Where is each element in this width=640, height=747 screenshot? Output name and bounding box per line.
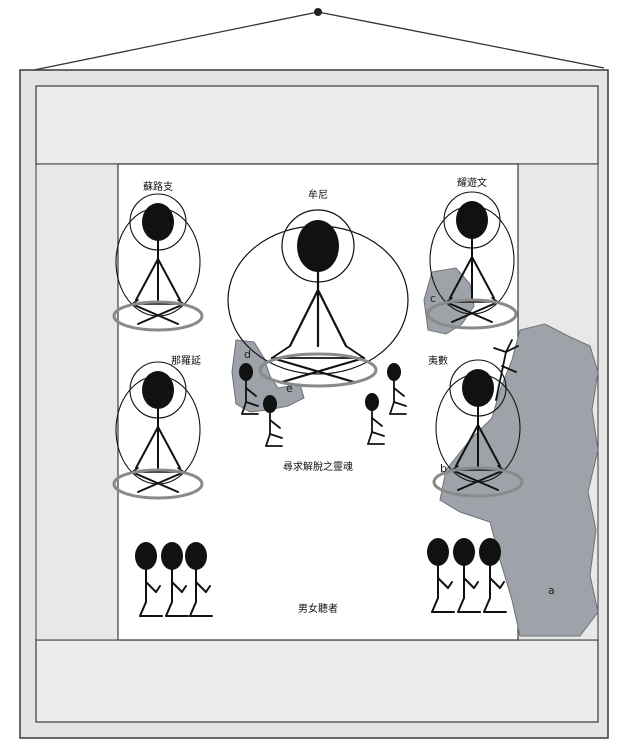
figure-soul-2	[263, 395, 283, 447]
figure-listener-right-3	[479, 538, 507, 613]
hanging-cord	[33, 8, 605, 71]
figure-soul-3	[365, 393, 385, 445]
hanging-nail	[314, 8, 322, 16]
figure-listener-right-3-head	[479, 538, 501, 566]
figure-sacred-tree	[493, 339, 519, 401]
figure-soul-2-head	[263, 395, 277, 413]
label-top-left-monk: 蘇路支	[143, 180, 173, 193]
figure-soul-3-head	[365, 393, 379, 411]
region-letter-a: a	[548, 584, 555, 597]
figure-listener-left-1-head	[135, 542, 157, 570]
figure-center-buddha	[258, 209, 378, 388]
residue-region-a	[439, 323, 599, 637]
figure-listener-left-2-head	[161, 542, 183, 570]
region-letter-c: c	[430, 292, 436, 305]
figure-mid-right-monk-head	[462, 369, 494, 407]
figure-listener-left-3-head	[185, 542, 207, 570]
region-letter-b: b	[440, 462, 447, 475]
banner-bottom-band	[35, 639, 599, 723]
figure-listener-right-1-head	[427, 538, 449, 566]
figure-center-buddha-head	[297, 220, 339, 272]
label-seeking-souls: 尋求解脫之靈魂	[283, 460, 353, 473]
figure-listener-right-1	[427, 538, 455, 613]
banner-left-border	[35, 163, 119, 641]
figure-soul-4	[387, 363, 407, 415]
residue-region-d	[231, 339, 305, 413]
figure-listener-left-1	[135, 542, 163, 617]
label-audience: 男女聽者	[298, 602, 338, 615]
figure-listener-left-2	[161, 542, 189, 617]
figure-soul-1	[239, 363, 259, 415]
figure-top-left-monk-head	[142, 203, 174, 241]
label-top-right-monk: 耀遊文	[457, 176, 487, 189]
label-center-buddha: 牟尼	[308, 188, 328, 201]
figure-top-right-monk-head	[456, 201, 488, 239]
figure-center-buddha-lotus-ring	[258, 352, 378, 388]
region-letter-e: e	[286, 382, 293, 395]
figure-mid-left-monk-head	[142, 371, 174, 409]
figure-listener-left-3	[185, 542, 213, 617]
label-mid-left-monk: 那羅延	[171, 355, 201, 367]
figure-mid-right-monk-lotus-ring	[432, 466, 524, 498]
figure-soul-1-head	[239, 363, 253, 381]
figure-top-left-monk-lotus-ring	[112, 300, 204, 332]
figure-mid-left-monk-lotus-ring	[112, 468, 204, 500]
figure-soul-4-head	[387, 363, 401, 381]
figure-listener-right-2-head	[453, 538, 475, 566]
region-letter-d: d	[244, 348, 251, 361]
label-mid-right-monk: 夷數	[428, 354, 448, 367]
banner-top-band	[35, 85, 599, 165]
figure-top-left-monk	[112, 193, 204, 332]
figure-top-right-monk	[426, 191, 518, 330]
figure-listener-right-2	[453, 538, 481, 613]
figure-top-right-monk-lotus-ring	[426, 298, 518, 330]
figure-mid-right-monk	[432, 359, 524, 498]
figure-mid-left-monk	[112, 361, 204, 500]
